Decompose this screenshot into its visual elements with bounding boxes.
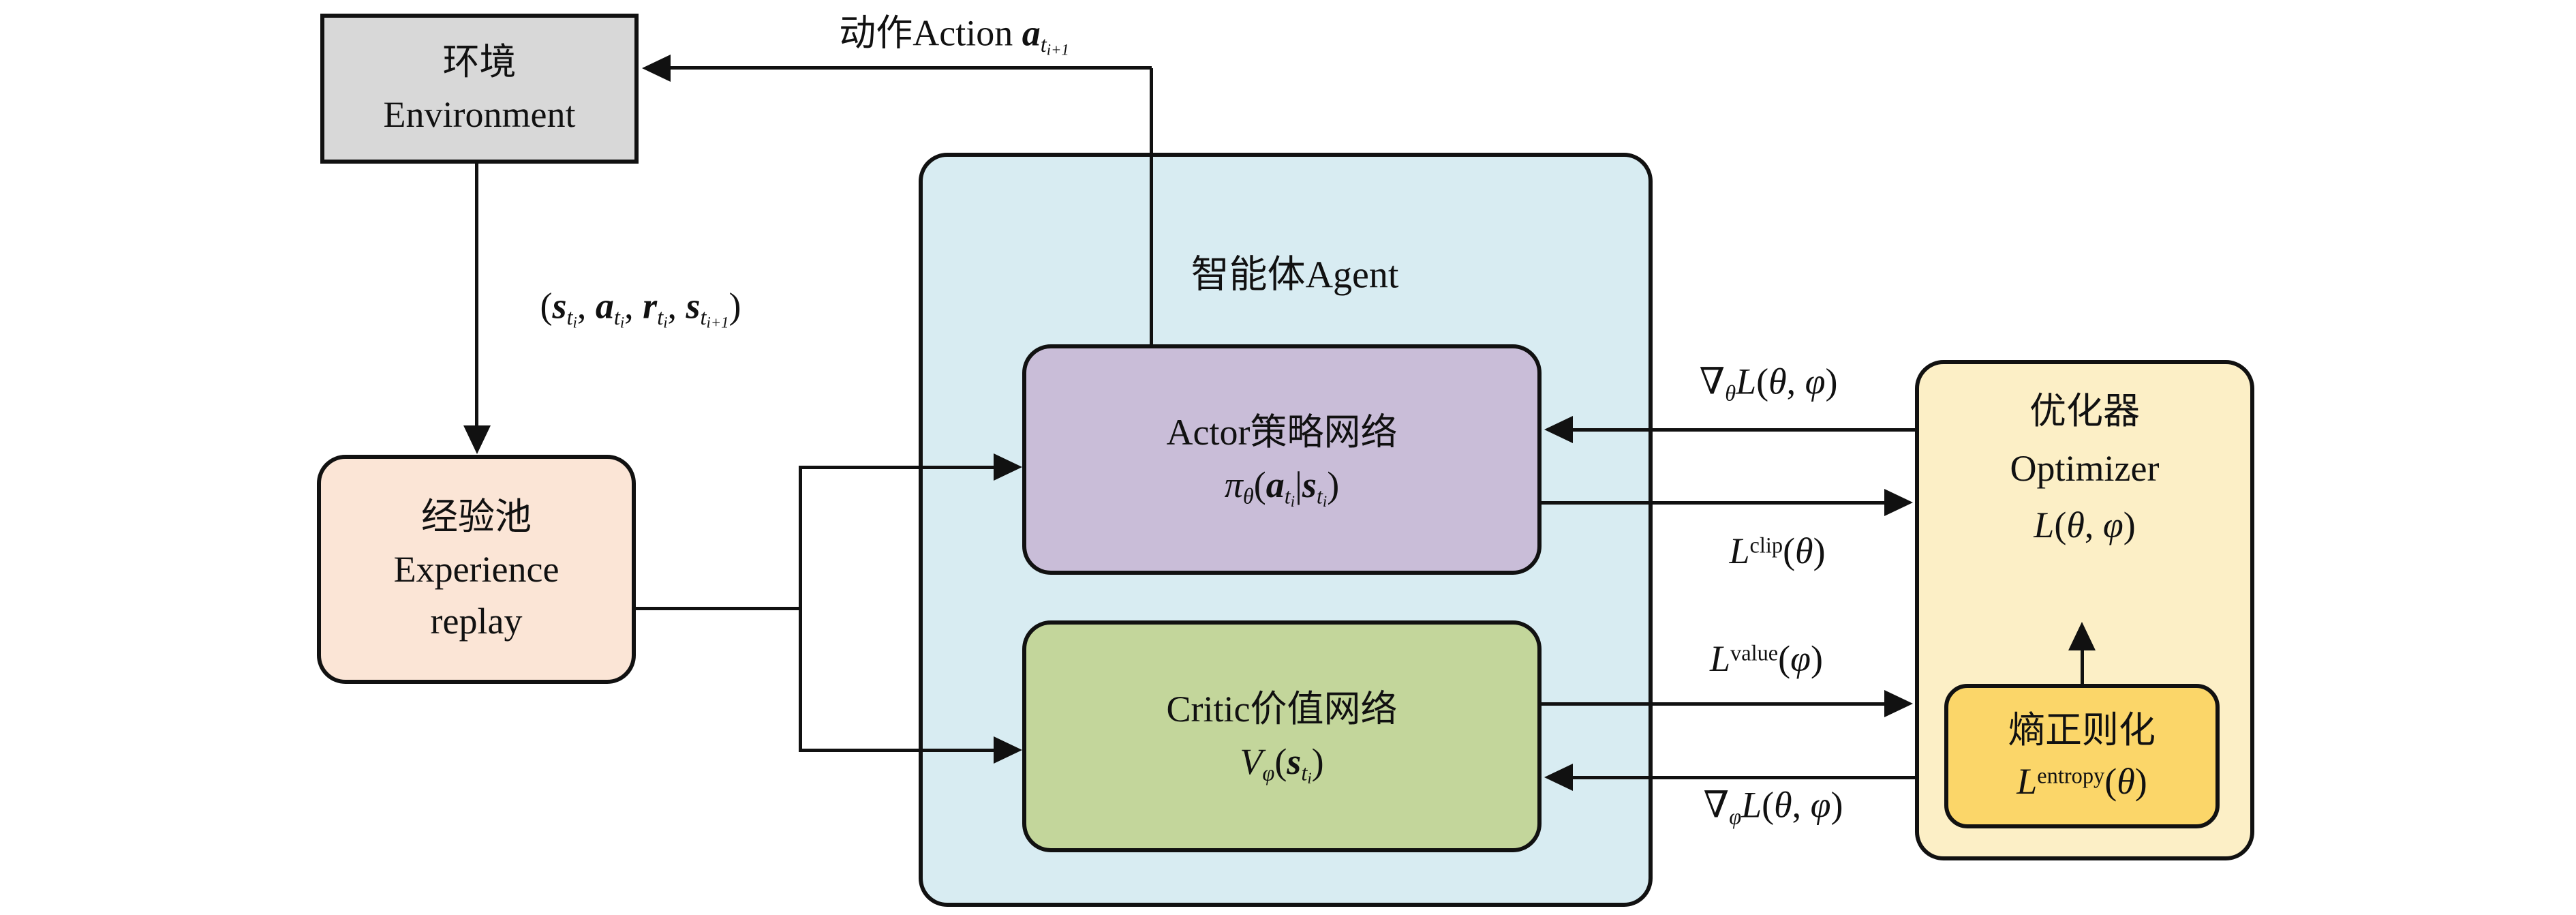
optimizer-loss-formula: L(θ, φ) — [2034, 505, 2136, 546]
entropy-regularization-box: 熵正则化 Lentropy(θ) — [1944, 684, 2220, 828]
experience-label-cn: 经验池 — [421, 496, 532, 537]
clip-loss-line — [1542, 501, 1886, 505]
value-loss-arrowhead-icon — [1884, 690, 1913, 717]
optimizer-label-cn: 优化器 — [2029, 391, 2140, 432]
action-label: 动作Action ati+1 — [839, 12, 1069, 59]
environment-box: 环境 Environment — [320, 14, 639, 164]
critic-formula: Vφ(sti) — [1240, 740, 1324, 787]
transition-tuple-label: (sti, ati, rti, sti+1) — [540, 285, 741, 331]
transition-arrowhead-icon — [463, 425, 491, 454]
value-loss-label: Lvalue(φ) — [1709, 638, 1824, 679]
experience-connector-line — [634, 607, 801, 610]
branch-to-actor-line — [799, 466, 995, 469]
actor-title: Actor策略网络 — [1166, 412, 1398, 453]
grad-theta-label: ∇θL(θ, φ) — [1699, 361, 1838, 406]
grad-phi-line — [1567, 776, 1915, 779]
action-arrow-vertical-line — [1150, 68, 1153, 344]
experience-replay-box: 经验池 Experience replay — [317, 455, 636, 684]
clip-loss-arrowhead-icon — [1884, 489, 1913, 516]
value-loss-line — [1542, 702, 1886, 706]
grad-theta-arrowhead-icon — [1544, 416, 1573, 443]
action-arrowhead-icon — [642, 55, 671, 82]
agent-label: 智能体Agent — [1191, 254, 1399, 297]
environment-label-en: Environment — [383, 94, 576, 135]
entropy-label-cn: 熵正则化 — [2008, 710, 2156, 751]
branch-to-critic-line — [799, 749, 995, 752]
critic-title: Critic价值网络 — [1166, 689, 1398, 730]
entropy-arrow-line — [2081, 649, 2084, 685]
actor-network-box: Actor策略网络 πθ(ati|sti) — [1022, 344, 1542, 575]
experience-label-en1: Experience — [393, 548, 559, 590]
critic-network-box: Critic价值网络 Vφ(sti) — [1022, 620, 1542, 852]
transition-arrow-line — [475, 161, 478, 428]
branch-to-critic-arrowhead-icon — [994, 736, 1022, 764]
environment-label-cn: 环境 — [442, 42, 517, 83]
branch-vertical-line — [799, 466, 802, 752]
actor-formula: πθ(ati|sti) — [1224, 464, 1340, 510]
entropy-arrowhead-icon — [2068, 622, 2096, 650]
grad-phi-arrowhead-icon — [1544, 764, 1573, 791]
clip-loss-label: Lclip(θ) — [1729, 530, 1826, 571]
optimizer-label-en: Optimizer — [2010, 447, 2160, 489]
grad-theta-line — [1567, 428, 1915, 432]
branch-to-actor-arrowhead-icon — [994, 453, 1022, 481]
action-arrow-horizontal-line — [671, 66, 1152, 70]
experience-label-en2: replay — [430, 601, 523, 642]
entropy-formula: Lentropy(θ) — [2017, 761, 2147, 802]
grad-phi-label: ∇φL(θ, φ) — [1703, 784, 1843, 830]
